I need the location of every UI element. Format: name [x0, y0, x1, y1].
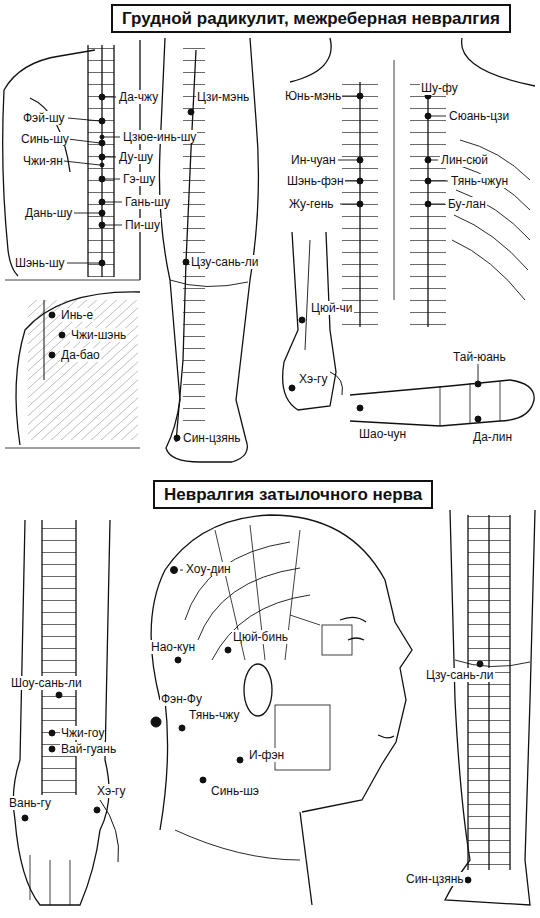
- point-label: Да-чжу: [118, 90, 159, 104]
- point-label: Сюань-цзи: [448, 109, 510, 123]
- point-label: Шэнь-фэн: [286, 174, 345, 188]
- section-title: Грудной радикулит, межреберная невралгия: [122, 9, 500, 28]
- point-label: Шу-фу: [420, 81, 459, 95]
- point-label: Фэй-шу: [22, 111, 66, 125]
- point-label: Цзи-мэнь: [196, 90, 250, 104]
- point-label: Пи-шу: [124, 218, 161, 232]
- point-label: Син-цзянь: [182, 431, 242, 445]
- point-label: Да-бао: [60, 348, 101, 362]
- title-box: Грудной радикулит, межреберная невралгия: [111, 4, 511, 33]
- point-label: Хэ-гу: [298, 372, 329, 386]
- point-label: Шао-чун: [358, 427, 407, 441]
- point-label: Чжи-гоу: [60, 726, 105, 740]
- point-label: Чжи-ян: [22, 154, 64, 168]
- point-label: Фэн-Фу: [160, 692, 203, 706]
- point-label: Шэнь-шу: [14, 256, 66, 270]
- point-label: Инь-е: [60, 308, 94, 322]
- point-label: Дань-шу: [24, 206, 73, 220]
- point-label: Чжи-шэнь: [70, 328, 127, 342]
- point-label: Хоу-дин: [185, 562, 232, 576]
- point-label: Хэ-гу: [96, 784, 127, 798]
- point-label: Гань-шу: [124, 195, 171, 209]
- title-box: Невралгия затылочного нерва: [153, 480, 433, 509]
- point-label: Цзу-сань-ли: [425, 668, 495, 682]
- point-label: Лин-сюй: [440, 153, 489, 167]
- point-label: Син-цзянь: [405, 872, 465, 886]
- point-label: Синь-шэ: [210, 784, 260, 798]
- point-label: Нао-кун: [150, 640, 196, 654]
- point-label: Цзюе-инь-шу: [122, 130, 197, 144]
- point-label: Тянь-чжу: [188, 708, 240, 722]
- point-label: Ду-шу: [118, 150, 154, 164]
- point-label: Бу-лан: [447, 197, 487, 211]
- point-label: Цюй-бинь: [232, 630, 289, 644]
- point-label: И-фэн: [248, 748, 285, 762]
- point-label: Цюй-чи: [310, 301, 354, 315]
- point-label: Жу-гень: [288, 197, 335, 211]
- point-label: Вань-гу: [8, 796, 52, 810]
- point-label: Шоу-сань-ли: [10, 676, 83, 690]
- point-label: Тай-юань: [452, 350, 507, 364]
- point-label: Синь-шу: [20, 132, 70, 146]
- point-label: Да-лин: [472, 430, 513, 444]
- point-label: Вай-гуань: [60, 742, 117, 756]
- point-label: Тянь-чжун: [450, 174, 509, 188]
- section-title: Невралгия затылочного нерва: [164, 485, 422, 504]
- point-label: Цзу-сань-ли: [190, 255, 260, 269]
- point-label: Ин-чуан: [290, 153, 337, 167]
- point-label: Гэ-шу: [122, 172, 156, 186]
- point-label: Юнь-мэнь: [284, 89, 342, 103]
